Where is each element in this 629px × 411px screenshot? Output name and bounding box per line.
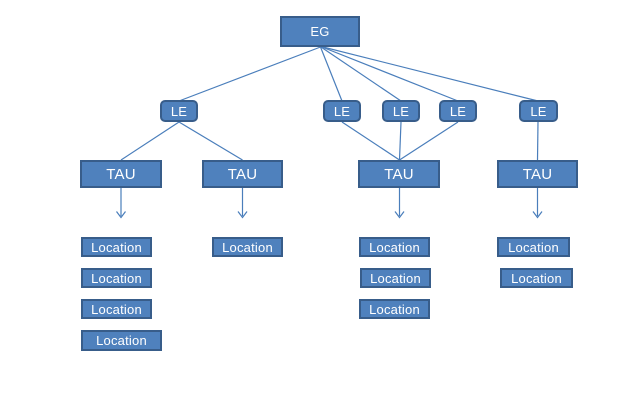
location-node-7[interactable]: Location (360, 268, 431, 288)
location-node-5[interactable]: Location (212, 237, 283, 257)
connector-le1-tau1 (120, 121, 180, 161)
connector-eg-le1 (178, 46, 321, 102)
le-node-4[interactable]: LE (439, 100, 477, 122)
tau-node-4[interactable]: TAU (497, 160, 578, 188)
location-node-2[interactable]: Location (81, 268, 152, 288)
location-node-3[interactable]: Location (81, 299, 152, 319)
le-node-1[interactable]: LE (160, 100, 198, 122)
location-node-8[interactable]: Location (359, 299, 430, 319)
connector-le5-tau4 (536, 121, 539, 161)
location-node-6[interactable]: Location (359, 237, 430, 257)
location-node-10[interactable]: Location (500, 268, 573, 288)
location-node-1[interactable]: Location (81, 237, 152, 257)
connector-eg-le2 (319, 46, 343, 102)
tau-node-3[interactable]: TAU (358, 160, 440, 188)
arrowhead-tau1 (116, 211, 126, 219)
connector-le3-tau3 (398, 121, 402, 161)
connector-le2-tau3 (341, 121, 400, 161)
location-node-4[interactable]: Location (81, 330, 162, 351)
connector-eg-le4 (321, 46, 459, 102)
le-node-3[interactable]: LE (382, 100, 420, 122)
arrowhead-tau4 (532, 211, 543, 219)
connector-le1-tau2 (178, 121, 243, 161)
arrowhead-tau3 (394, 211, 405, 219)
tau-node-2[interactable]: TAU (202, 160, 283, 188)
connector-le4-tau3 (399, 121, 459, 161)
connector-eg-le5 (322, 46, 539, 102)
arrowhead-tau2 (237, 211, 248, 219)
eg-node[interactable]: EG (280, 16, 360, 47)
connector-eg-le3 (320, 46, 402, 102)
le-node-5[interactable]: LE (519, 100, 558, 122)
le-node-2[interactable]: LE (323, 100, 361, 122)
location-node-9[interactable]: Location (497, 237, 570, 257)
tau-node-1[interactable]: TAU (80, 160, 162, 188)
